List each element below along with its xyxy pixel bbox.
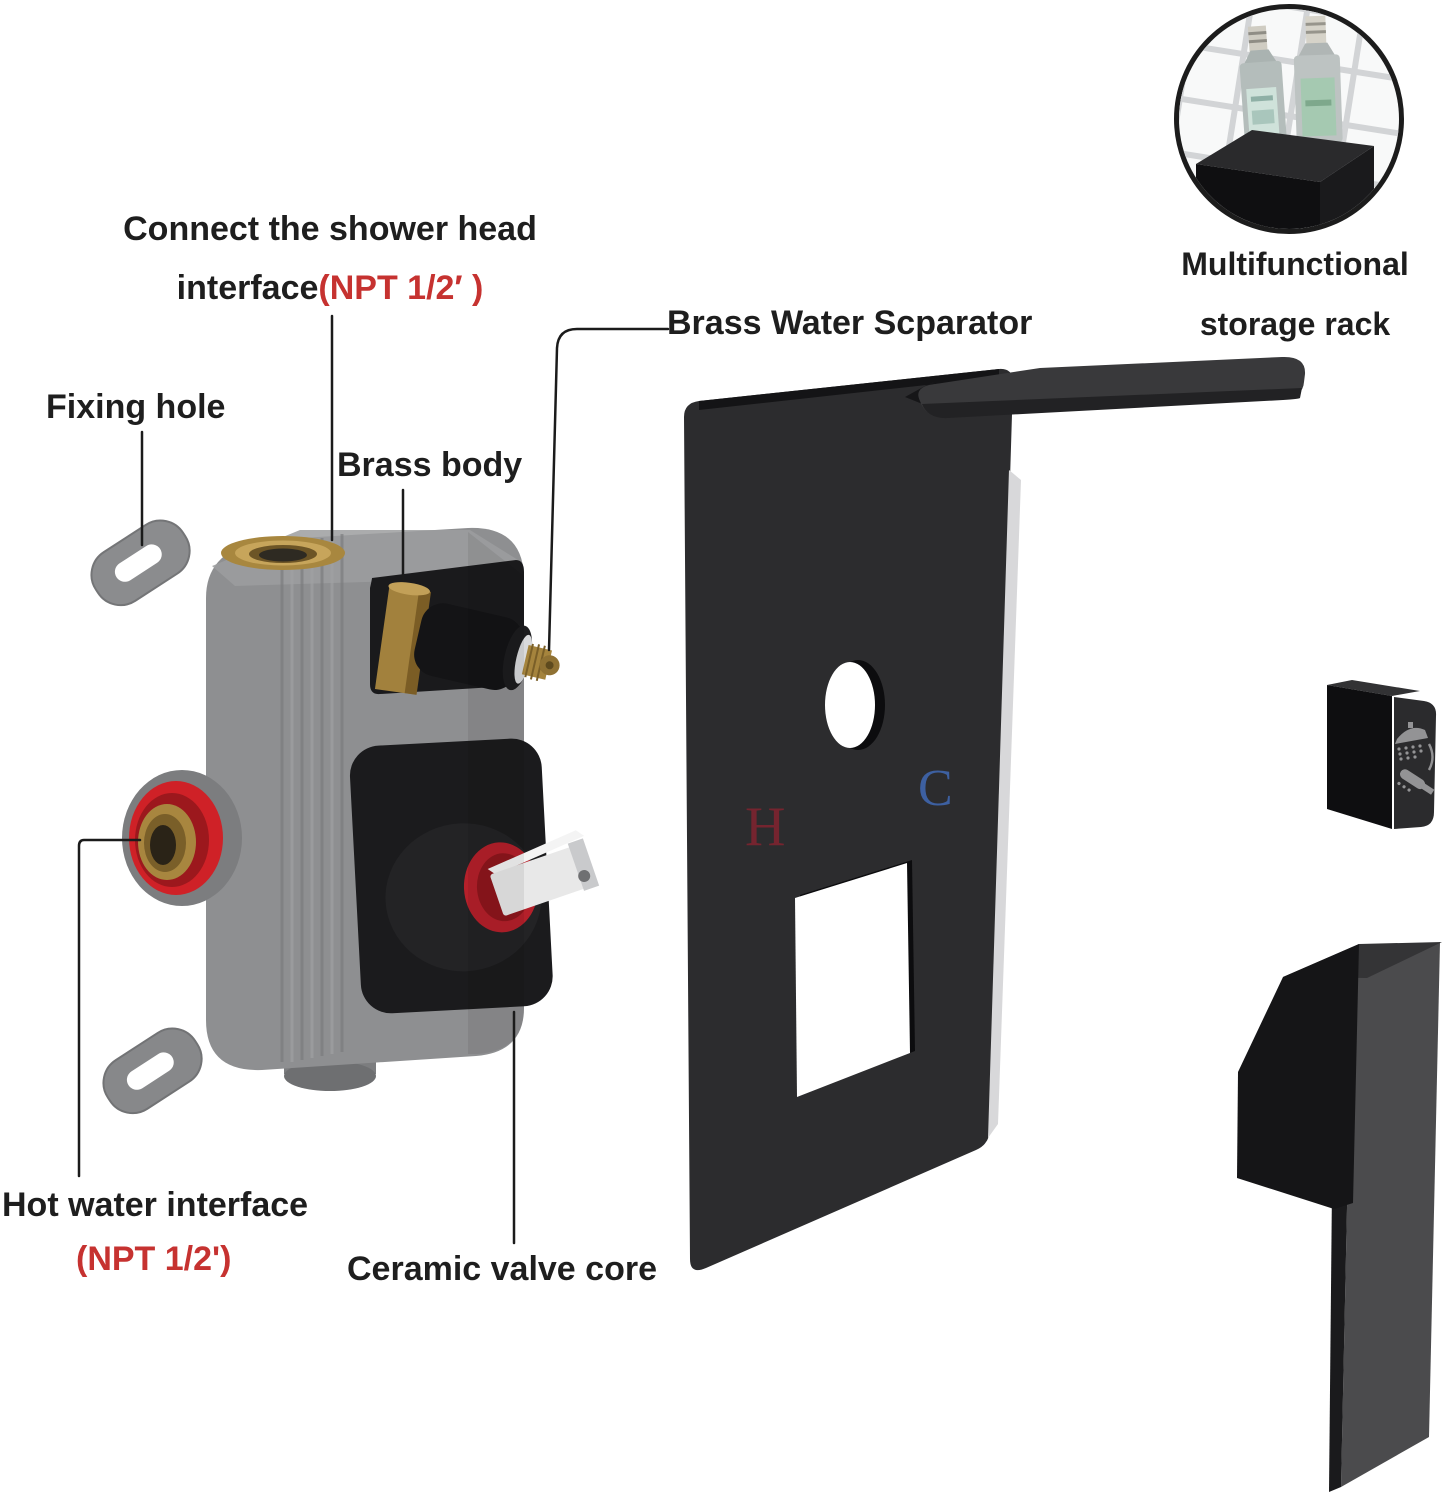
callout-connect-shower-head: Connect the shower head interface(NPT 1/…	[100, 208, 560, 309]
box-ribs	[280, 534, 344, 1062]
plate-round-hole	[825, 660, 885, 750]
fixing-hole-slot-bottom	[126, 1052, 174, 1090]
callout-brass-body: Brass body	[337, 446, 523, 484]
cold-marking: C	[918, 760, 953, 817]
valve-stem	[487, 830, 600, 916]
box-shading	[468, 532, 524, 1054]
plate-top-edge	[699, 369, 999, 410]
separator-leader	[547, 327, 670, 652]
callout-connect-line1: Connect the shower head	[123, 210, 537, 248]
bottle-right	[1293, 15, 1343, 144]
callout-ceramic-valve-core: Ceramic valve core	[347, 1250, 657, 1288]
callout-connect-line2-black: interface	[176, 268, 319, 307]
ceramic-valve-core-assembly	[349, 738, 600, 1014]
toggle-arrow-icon	[1427, 743, 1434, 771]
hot-water-leader	[77, 838, 142, 1178]
callout-connect-line2-red: (NPT 1/2′ )	[318, 268, 484, 307]
handheld-shower-icon	[1397, 769, 1435, 795]
hot-water-interface-port	[122, 770, 242, 906]
plate-square-cutout	[795, 860, 915, 1097]
callout-storage-rack-line2: storage rack	[1199, 306, 1391, 342]
bottle-left	[1239, 25, 1287, 148]
diverter-knob	[1327, 680, 1437, 829]
brass-water-separator-cartridge	[414, 603, 560, 691]
valve-rough-in-box	[90, 519, 600, 1115]
trim-plate: H C	[684, 356, 1306, 1271]
plate-face	[684, 368, 1013, 1271]
rain-shower-icon	[1395, 722, 1428, 761]
leader-lines	[77, 314, 670, 1245]
lever-handle	[1237, 942, 1442, 1492]
shower-head-interface-port	[221, 536, 345, 570]
mounting-ear-top	[90, 519, 191, 607]
mounting-ear-bottom	[102, 1027, 203, 1115]
hot-marking: H	[745, 796, 785, 858]
callout-connect-line2: interface(NPT 1/2′ )	[100, 267, 560, 310]
fixing-hole-slot	[114, 544, 162, 582]
callout-hot-water-line2: (NPT 1/2')	[76, 1240, 232, 1278]
plate-storage-shelf	[905, 356, 1306, 419]
callout-fixing-hole: Fixing hole	[46, 388, 226, 426]
callout-storage-rack: Multifunctional storage rack	[1150, 244, 1440, 344]
callout-storage-rack-line1: Multifunctional	[1181, 246, 1409, 282]
callout-hot-water-line1: Hot water interface	[2, 1186, 309, 1224]
plate-side-edge	[988, 470, 1021, 1138]
callout-brass-water-separator: Brass Water Scparator	[667, 304, 1033, 342]
